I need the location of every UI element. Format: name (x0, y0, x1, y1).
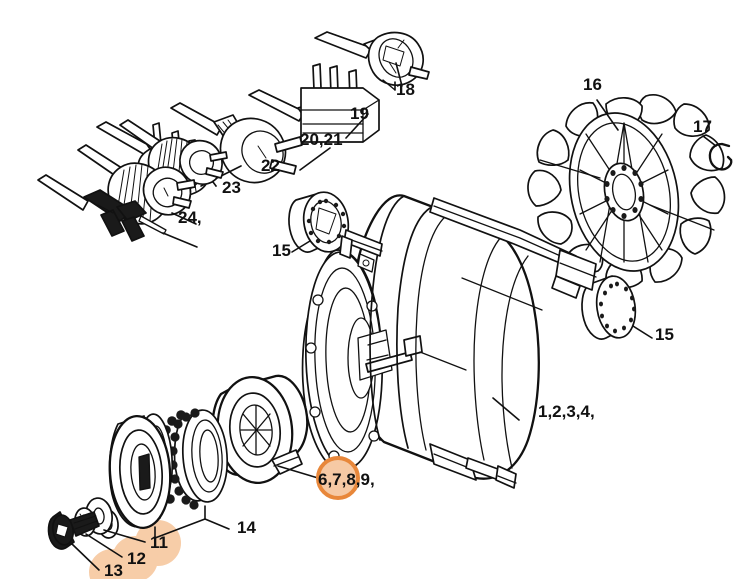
part-power-cord-plug-uk (248, 63, 380, 143)
leader-23a (212, 181, 217, 187)
leader-24 (171, 212, 197, 225)
callout-label-1234: 1,2,3,4, (538, 402, 595, 421)
leader-6789 (277, 465, 319, 479)
leader-17 (702, 135, 717, 147)
part-ball-bearing-rear (581, 275, 637, 340)
callout-label-17: 17 (693, 117, 712, 136)
highlight-circles (89, 520, 181, 579)
part-ball-bearing-front (288, 191, 350, 253)
callout-label-24: 24, (178, 208, 202, 227)
callout-label-2021: 20,21 (300, 130, 343, 149)
leader-13 (71, 543, 100, 571)
callout-label-23: 23 (222, 178, 241, 197)
callout-label-14: 14 (237, 518, 256, 537)
leader-15b (632, 325, 653, 339)
leader-18 (395, 62, 403, 87)
callout-label-11: 11 (150, 533, 168, 552)
callout-label-12: 12 (127, 549, 146, 568)
highlight-circle-13 (89, 549, 135, 579)
leader-11 (103, 529, 146, 543)
highlight-badge-6-7 (316, 456, 360, 500)
callout-label-15-rear: 15 (655, 325, 674, 344)
leader-16 (596, 99, 619, 131)
callout-label-15-front: 15 (272, 241, 291, 260)
callout-label-16: 16 (583, 75, 602, 94)
leader-us-plug (162, 232, 198, 248)
callout-label-19: 19 (350, 104, 369, 123)
part-power-cord-plug-euro (314, 31, 430, 91)
part-hex-socket-screw (47, 511, 100, 550)
callout-label-6789: 6,7,8,9, (318, 470, 375, 489)
part-pump-flange-housing (211, 374, 309, 485)
part-retaining-clip (708, 142, 733, 171)
part-rotor-bearing-stack (97, 408, 230, 539)
leader-19 (345, 113, 369, 139)
part-motor-housing (301, 194, 597, 489)
leader-12 (85, 533, 123, 558)
callout-label-18: 18 (396, 80, 415, 99)
part-power-cord-plug-us (37, 174, 167, 242)
callout-label-13: 13 (104, 561, 123, 579)
leader-15a (291, 240, 311, 253)
leader-1234 (492, 397, 520, 421)
part-power-cord-plug-angled (170, 102, 303, 184)
leader-2021 (299, 147, 331, 171)
callout-label-22: 22 (261, 156, 280, 175)
